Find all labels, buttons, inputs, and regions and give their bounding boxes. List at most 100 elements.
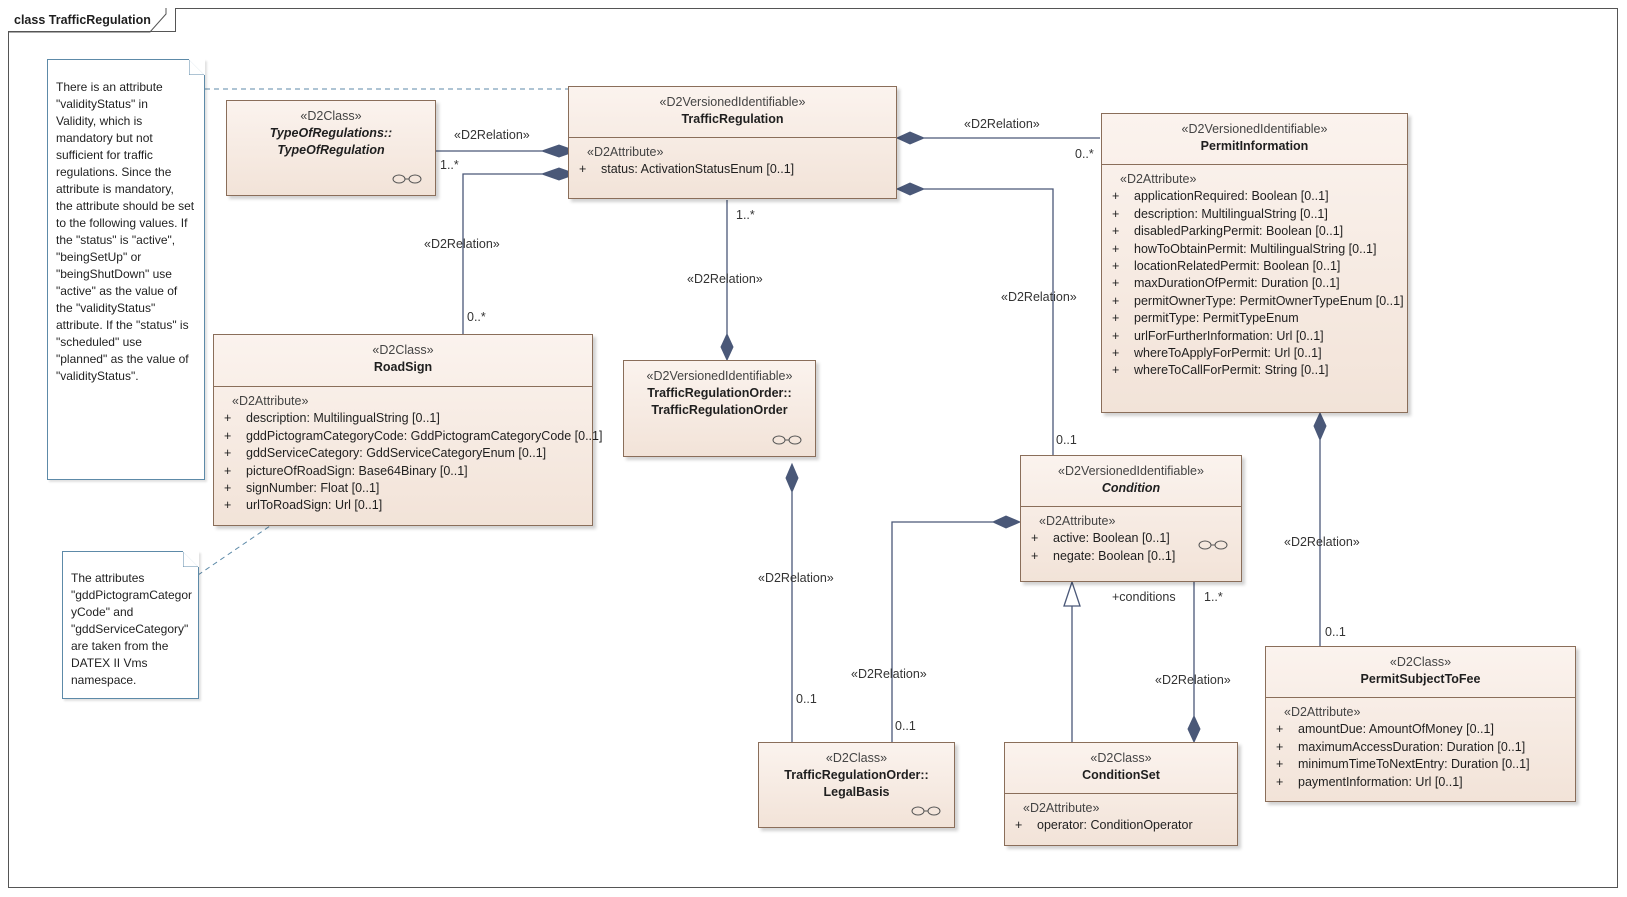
- class-stereotype: «D2VersionedIdentifiable»: [1181, 122, 1328, 136]
- linked-diagram-icon: [772, 435, 802, 445]
- attribute-text: applicationRequired: Boolean [0..1]: [1134, 189, 1329, 204]
- visibility-marker: +: [1112, 189, 1120, 204]
- relation-label: «D2Relation»: [1155, 673, 1231, 687]
- visibility-marker: +: [579, 162, 587, 177]
- visibility-marker: +: [224, 463, 232, 478]
- attribute-row: + status: ActivationStatusEnum [0..1]: [579, 161, 890, 178]
- attribute-text: description: MultilingualString [0..1]: [1134, 206, 1328, 221]
- attribute-stereotype: «D2Attribute»: [1023, 801, 1100, 815]
- attribute-text: minimumTimeToNextEntry: Duration [0..1]: [1298, 757, 1530, 772]
- relation-label: «D2Relation»: [851, 667, 927, 681]
- attribute-text: status: ActivationStatusEnum [0..1]: [601, 162, 795, 177]
- visibility-marker: +: [1112, 346, 1120, 361]
- multiplicity-label: 0..*: [467, 310, 486, 324]
- attribute-text: urlToRoadSign: Url [0..1]: [246, 498, 383, 513]
- multiplicity-label: 0..1: [1325, 625, 1346, 639]
- attribute-row: +howToObtainPermit: MultilingualString […: [1112, 241, 1401, 258]
- relation-label: «D2Relation»: [964, 117, 1040, 131]
- linked-diagram-icon: [911, 806, 941, 816]
- multiplicity-label: 0..*: [1075, 147, 1094, 161]
- relation-label: «D2Relation»: [1284, 535, 1360, 549]
- visibility-marker: +: [1112, 206, 1120, 221]
- attribute-row: +maximumAccessDuration: Duration [0..1]: [1276, 739, 1569, 756]
- attribute-row: + description: MultilingualString [0..1]: [1112, 206, 1401, 223]
- visibility-marker: +: [1276, 774, 1284, 789]
- attribute-row: + urlForFurtherInformation: Url [0..1]: [1112, 328, 1401, 345]
- visibility-marker: +: [1112, 328, 1120, 343]
- visibility-marker: +: [224, 411, 232, 426]
- attribute-stereotype: «D2Attribute»: [587, 145, 664, 159]
- class-name: TrafficRegulationOrder: [651, 403, 788, 417]
- note-text: The attributes "gddPictogramCategor yCod…: [71, 571, 192, 687]
- class-name: TypeOfRegulations::: [269, 126, 393, 140]
- class-name: TrafficRegulationOrder::: [784, 768, 929, 782]
- class-stereotype: «D2VersionedIdentifiable»: [1058, 464, 1204, 478]
- attribute-stereotype: «D2Attribute»: [1039, 514, 1116, 528]
- attribute-row: +negate: Boolean [0..1]: [1031, 548, 1235, 565]
- class-name: TrafficRegulation: [681, 112, 784, 126]
- visibility-marker: +: [1112, 224, 1120, 239]
- note-gdd-attributes: The attributes "gddPictogramCategor yCod…: [62, 551, 199, 699]
- multiplicity-label: 1..*: [1204, 590, 1223, 604]
- visibility-marker: +: [1031, 548, 1039, 563]
- class-name: Condition: [1101, 481, 1161, 495]
- visibility-marker: +: [1112, 363, 1120, 378]
- visibility-marker: +: [1112, 293, 1120, 308]
- attribute-text: signNumber: Float [0..1]: [246, 481, 380, 496]
- attribute-row: + gddServiceCategory: GddServiceCategoryE…: [224, 445, 586, 462]
- class-name: TypeOfRegulation: [277, 143, 385, 157]
- visibility-marker: +: [1276, 722, 1284, 737]
- note-validity-status: There is an attribute "validityStatus" i…: [47, 59, 205, 480]
- class-traffic-regulation[interactable]: «D2VersionedIdentifiable» TrafficRegulat…: [568, 86, 897, 199]
- class-stereotype: «D2VersionedIdentifiable»: [659, 95, 806, 109]
- attribute-row: +locationRelatedPermit: Boolean [0..1]: [1112, 258, 1401, 275]
- class-legal-basis[interactable]: «D2Class» TrafficRegulationOrder:: Legal…: [758, 742, 955, 828]
- class-name: PermitInformation: [1200, 139, 1309, 153]
- attribute-text: permitType: PermitTypeEnum: [1134, 311, 1299, 326]
- visibility-marker: +: [1112, 311, 1120, 326]
- attribute-text: pictureOfRoadSign: Base64Binary [0..1]: [246, 463, 468, 478]
- class-condition-set[interactable]: «D2Class» ConditionSet «D2Attribute» +op…: [1004, 742, 1238, 846]
- attribute-row: + minimumTimeToNextEntry: Duration [0..1]: [1276, 756, 1569, 773]
- attribute-text: gddServiceCategory: GddServiceCategoryEn…: [246, 446, 547, 461]
- attribute-stereotype: «D2Attribute»: [1120, 172, 1197, 186]
- multiplicity-label: 0..1: [895, 719, 916, 733]
- relation-label: «D2Relation»: [1001, 290, 1077, 304]
- class-name: LegalBasis: [823, 785, 890, 799]
- linked-diagram-icon: [1198, 540, 1228, 550]
- attribute-row: + disabledParkingPermit: Boolean [0..1]: [1112, 223, 1401, 240]
- attribute-row: +urlToRoadSign: Url [0..1]: [224, 497, 586, 514]
- class-stereotype: «D2Class»: [1389, 655, 1452, 669]
- attribute-row: +permitOwnerType: PermitOwnerTypeEnum [0…: [1112, 293, 1404, 310]
- attribute-text: operator: ConditionOperator: [1037, 818, 1193, 833]
- attribute-row: + description: MultilingualString [0..1]: [224, 410, 586, 427]
- attribute-text: disabledParkingPermit: Boolean [0..1]: [1134, 224, 1344, 239]
- multiplicity-label: 1..*: [736, 208, 755, 222]
- class-type-of-regulation[interactable]: «D2Class» TypeOfRegulations:: TypeOfRegu…: [226, 100, 436, 196]
- class-permit-subject-to-fee[interactable]: «D2Class» PermitSubjectToFee «D2Attribut…: [1265, 646, 1576, 802]
- visibility-marker: +: [224, 481, 232, 496]
- class-stereotype: «D2Class»: [825, 751, 888, 765]
- role-label: +conditions: [1112, 590, 1176, 604]
- visibility-marker: +: [1276, 739, 1284, 754]
- attribute-row: + paymentInformation: Url [0..1]: [1276, 774, 1569, 791]
- class-name: ConditionSet: [1082, 768, 1160, 782]
- class-road-sign[interactable]: «D2Class» RoadSign «D2Attribute» +descri…: [213, 334, 602, 526]
- attribute-row: +active: Boolean [0..1]: [1031, 530, 1235, 547]
- attribute-row: +amountDue: AmountOfMoney [0..1]: [1276, 721, 1569, 738]
- class-stereotype: «D2Class»: [300, 109, 362, 123]
- visibility-marker: +: [1015, 818, 1023, 833]
- class-traffic-regulation-order[interactable]: «D2VersionedIdentifiable» TrafficRegulat…: [623, 360, 816, 457]
- class-name: PermitSubjectToFee: [1360, 672, 1481, 686]
- class-condition[interactable]: «D2VersionedIdentifiable» Condition «D2A…: [1020, 455, 1242, 582]
- attribute-text: description: MultilingualString [0..1]: [246, 411, 440, 426]
- class-permit-information[interactable]: «D2VersionedIdentifiable» PermitInformat…: [1101, 113, 1408, 413]
- attribute-text: urlForFurtherInformation: Url [0..1]: [1134, 328, 1324, 343]
- visibility-marker: +: [224, 446, 232, 461]
- visibility-marker: +: [1276, 757, 1284, 772]
- attribute-text: locationRelatedPermit: Boolean [0..1]: [1134, 259, 1341, 274]
- visibility-marker: +: [1112, 276, 1120, 291]
- attribute-text: paymentInformation: Url [0..1]: [1298, 774, 1463, 789]
- attribute-row: + pictureOfRoadSign: Base64Binary [0..1]: [224, 463, 586, 480]
- multiplicity-label: 0..1: [1056, 433, 1077, 447]
